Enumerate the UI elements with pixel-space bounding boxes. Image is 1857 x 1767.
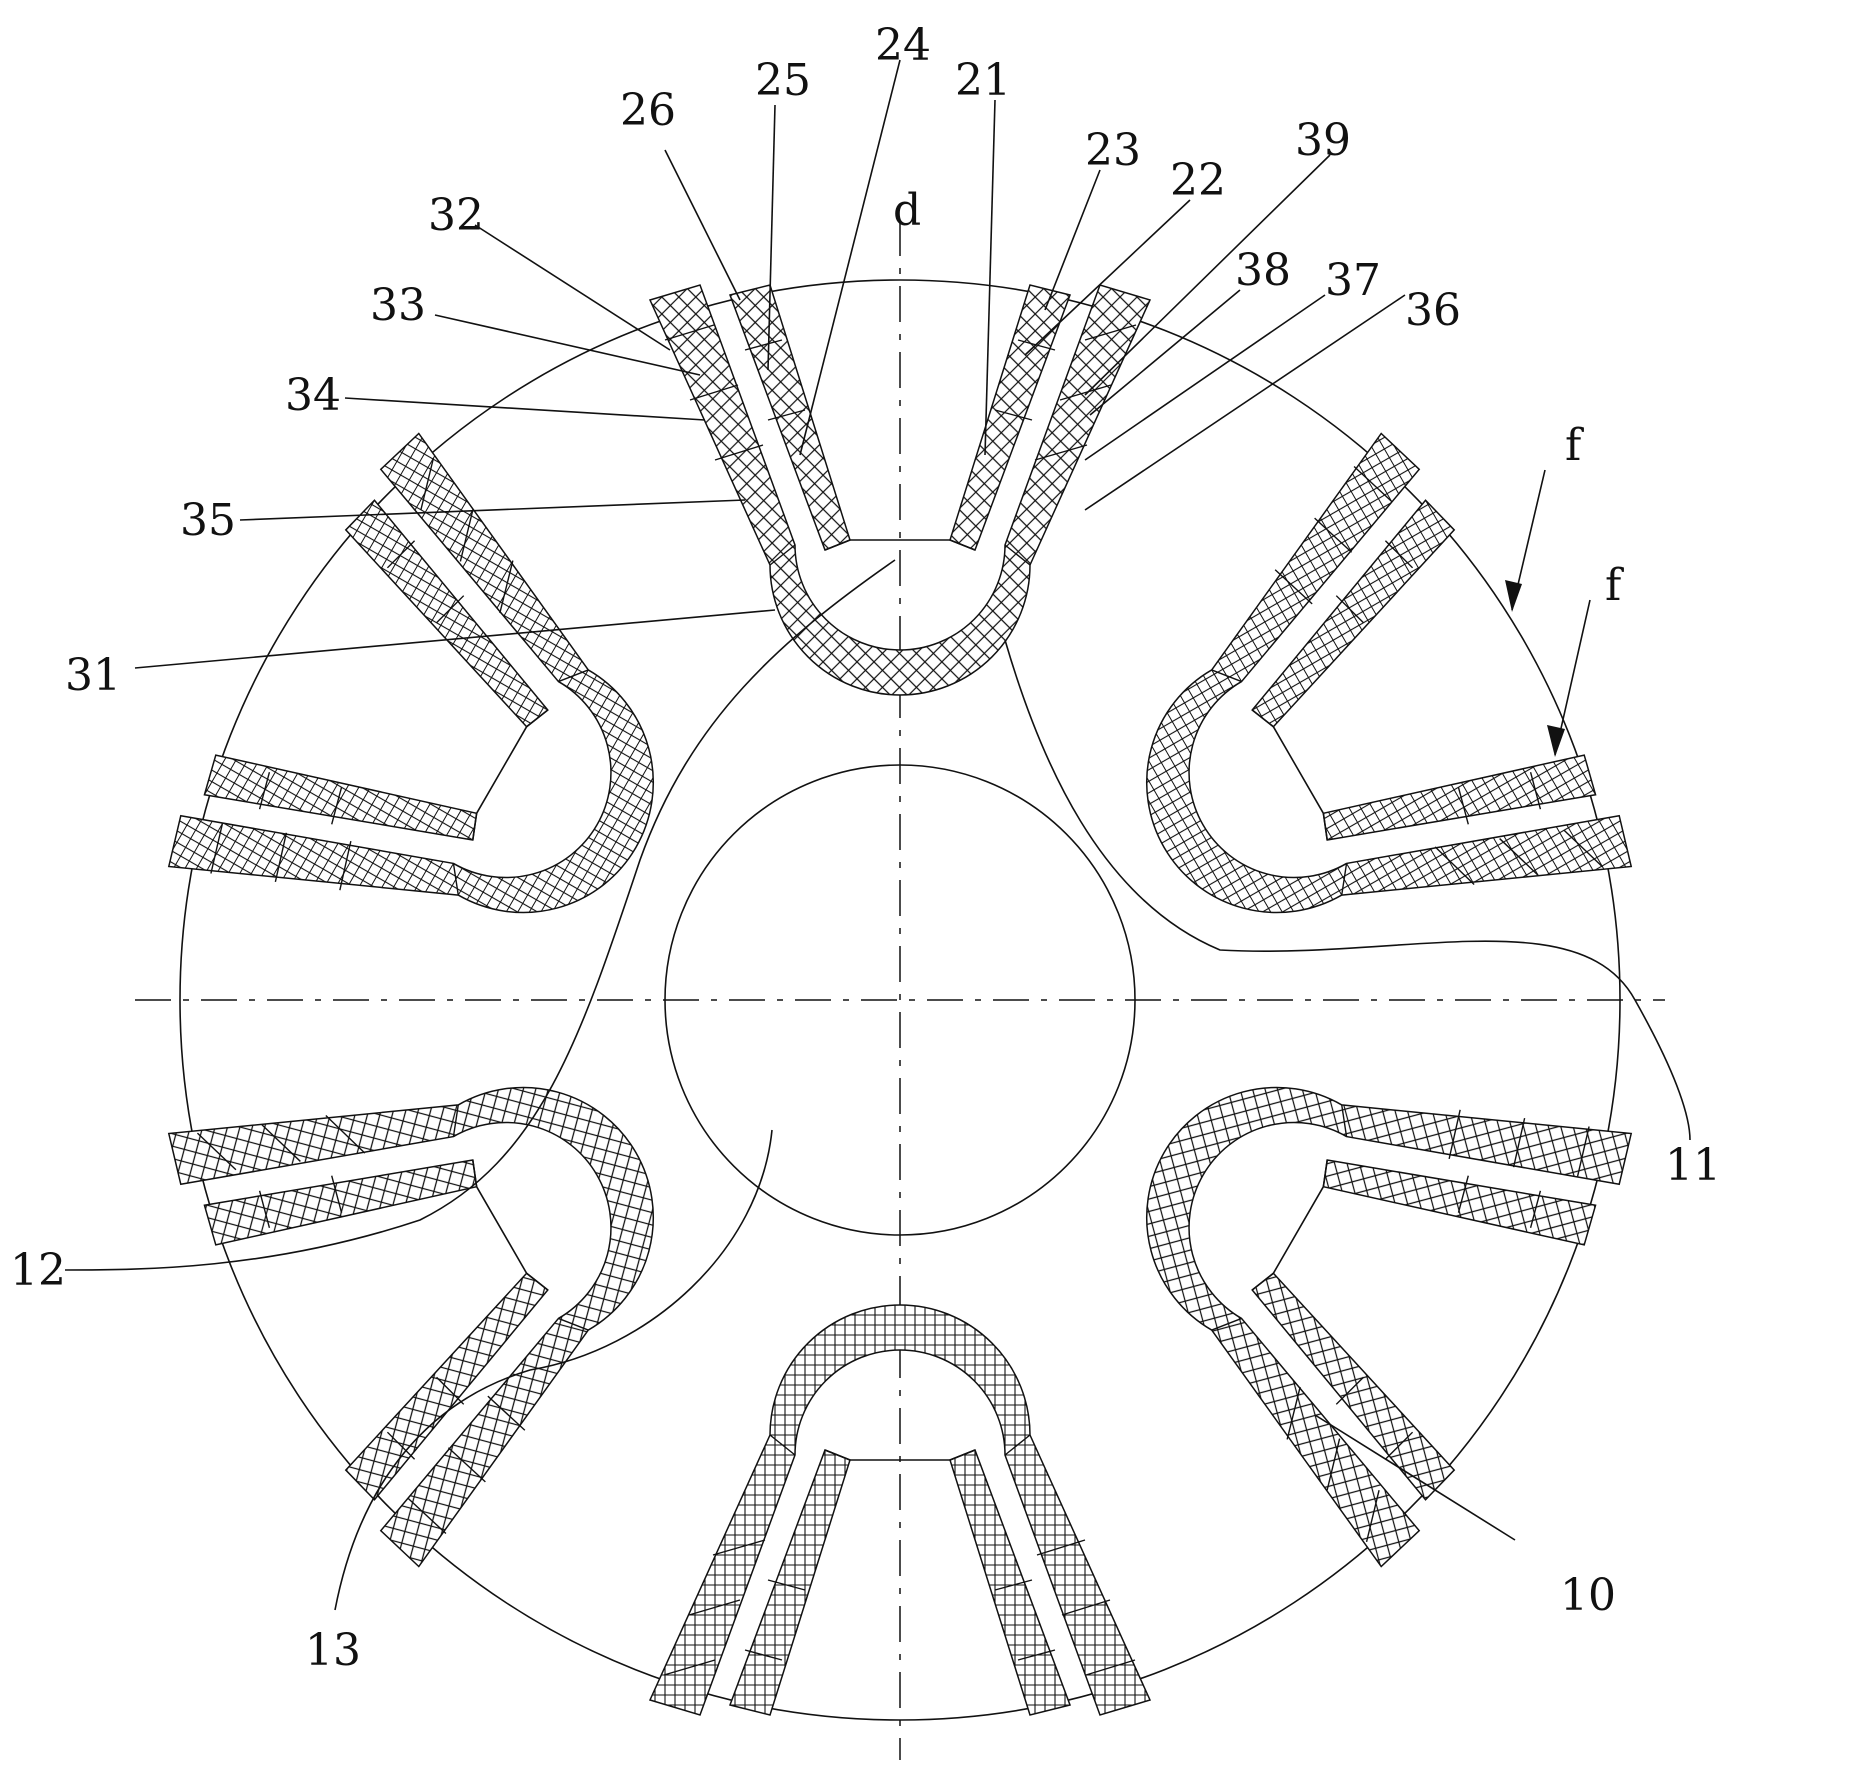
label-36: 36 bbox=[1405, 285, 1461, 336]
label-21: 21 bbox=[955, 55, 1011, 106]
label-f1: f bbox=[1565, 420, 1584, 471]
label-35: 35 bbox=[180, 495, 236, 546]
label-26: 26 bbox=[620, 85, 676, 136]
outer-u-magnet bbox=[156, 426, 761, 1064]
flux-barrier bbox=[1252, 1160, 1336, 1295]
label-34: 34 bbox=[285, 370, 341, 421]
label-13: 13 bbox=[305, 1625, 361, 1676]
label-22: 22 bbox=[1170, 155, 1226, 206]
leader-line-35 bbox=[240, 500, 745, 520]
leader-line-34 bbox=[345, 398, 705, 420]
label-11: 11 bbox=[1665, 1140, 1721, 1191]
leader-line-23 bbox=[1045, 170, 1100, 310]
outer-u-magnet bbox=[156, 936, 761, 1574]
leader-line-26 bbox=[665, 150, 740, 300]
flux-barrier bbox=[825, 540, 975, 550]
label-d: d bbox=[893, 185, 921, 236]
arrow-head-f1 bbox=[1505, 580, 1522, 612]
arrow-head-f2 bbox=[1547, 725, 1565, 757]
label-39: 39 bbox=[1295, 115, 1351, 166]
label-38: 38 bbox=[1235, 245, 1291, 296]
magnet-pole-5 bbox=[156, 936, 761, 1574]
label-32: 32 bbox=[428, 190, 484, 241]
leader-line-24 bbox=[800, 60, 900, 455]
flux-barrier bbox=[464, 1160, 548, 1295]
label-37: 37 bbox=[1325, 255, 1381, 306]
flux-barrier bbox=[1252, 705, 1336, 840]
label-10: 10 bbox=[1560, 1570, 1616, 1621]
flux-barrier bbox=[464, 705, 548, 840]
label-f2: f bbox=[1605, 560, 1624, 611]
label-31: 31 bbox=[65, 650, 121, 701]
label-33: 33 bbox=[370, 280, 426, 331]
label-24: 24 bbox=[875, 20, 931, 71]
magnet-pole-6 bbox=[156, 426, 761, 1064]
magnet-pole-3 bbox=[1039, 936, 1644, 1574]
outer-u-magnet bbox=[1039, 936, 1644, 1574]
label-25: 25 bbox=[755, 55, 811, 106]
label-12: 12 bbox=[10, 1245, 66, 1296]
label-23: 23 bbox=[1085, 125, 1141, 176]
